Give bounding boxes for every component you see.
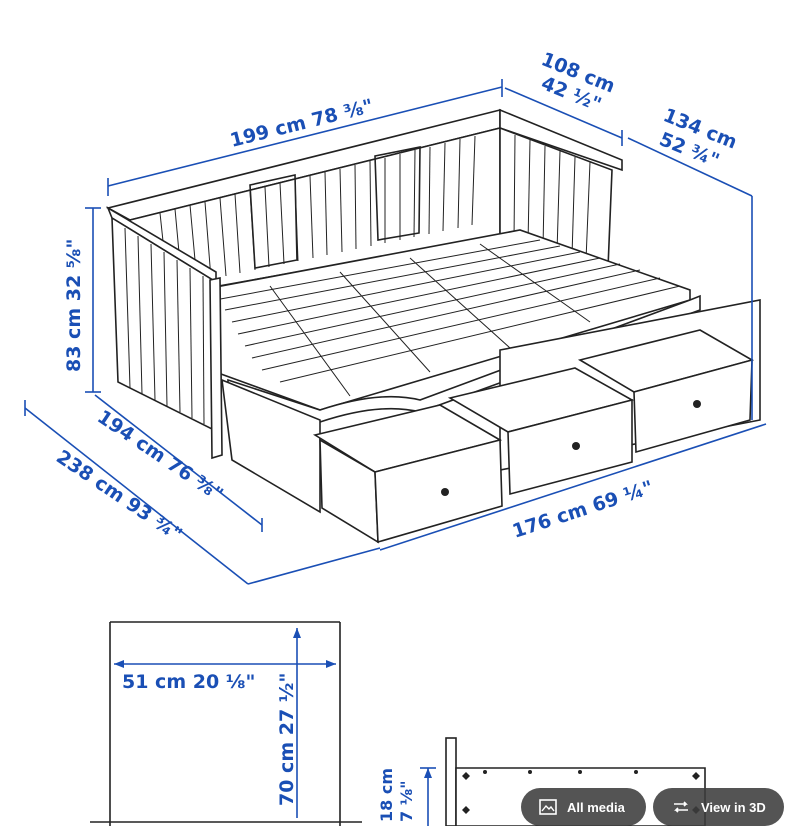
drawer-middle [447,367,635,496]
dim-detail-width: 51 cm 20 ⅛" [122,671,255,693]
dim-height: 83 cm 32 ⅝" [63,239,85,372]
view-in-3d-button[interactable]: View in 3D [653,788,784,826]
dimension-lines [24,79,767,585]
all-media-label: All media [567,799,625,815]
dim-drawer-height-in: 7 ⅛" [397,780,416,822]
detail-drawer-front [90,621,362,826]
rotate-3d-icon [671,800,691,814]
dim-length-top: 199 cm 78 ⅜" [228,95,376,152]
gallery-icon [539,799,557,815]
dim-drawer-height-cm: 18 cm [377,768,396,822]
view-in-3d-label: View in 3D [701,799,766,815]
all-media-button[interactable]: All media [521,788,646,826]
drawer-left [312,404,503,544]
daybed-illustration [105,108,761,544]
dim-detail-height: 70 cm 27 ½" [276,673,298,806]
